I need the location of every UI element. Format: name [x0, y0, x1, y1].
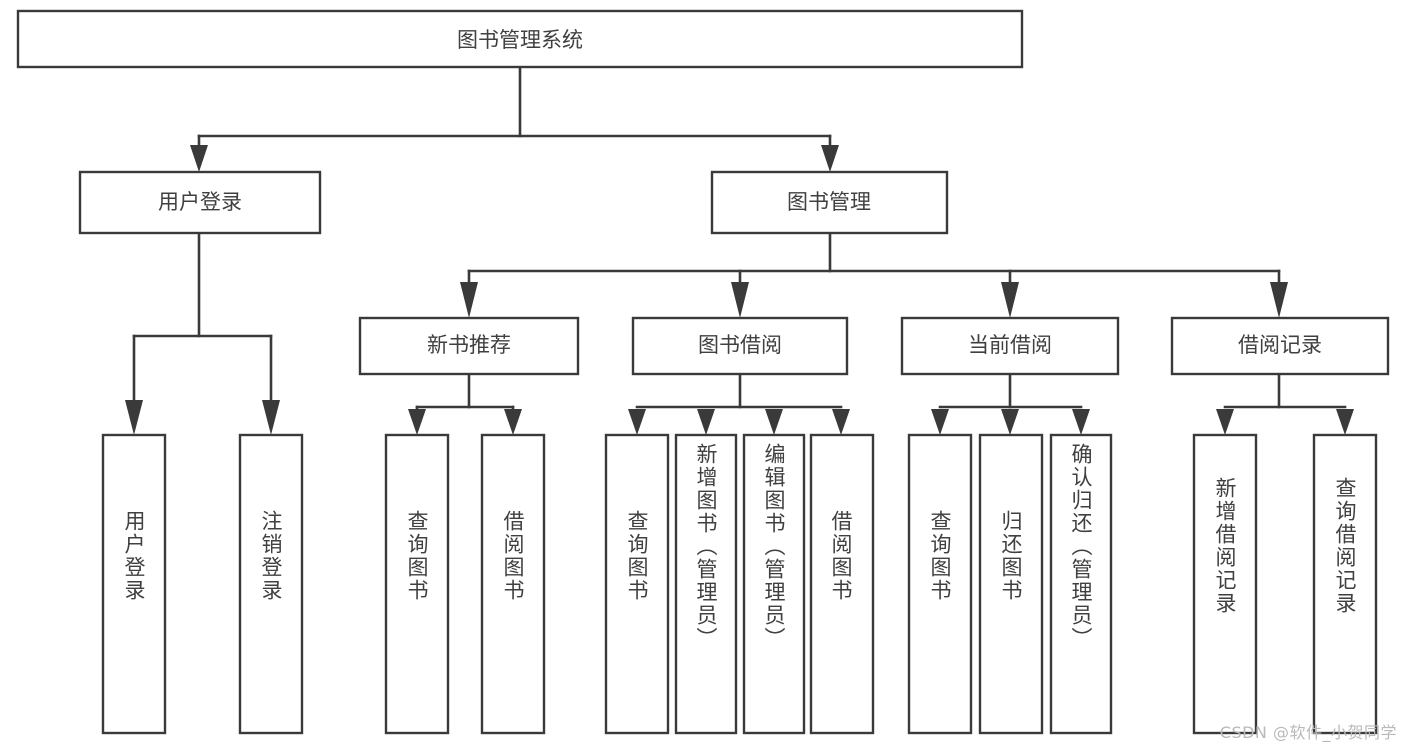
node-user-login-label: 用户登录	[158, 190, 242, 214]
leaf-box-user-login[interactable]	[101, 433, 167, 735]
node-new-book-recommend-label: 新书推荐	[427, 333, 511, 357]
arrow-head-leaf-query-record	[1336, 409, 1354, 435]
node-current-borrow-box[interactable]	[900, 316, 1120, 376]
leaf-box-query-record[interactable]	[1312, 433, 1378, 735]
node-current-borrow-label: 当前借阅	[968, 333, 1052, 357]
node-borrow-record-box[interactable]	[1170, 316, 1390, 376]
arrow-head-leaf-user-login	[125, 400, 143, 435]
node-new-book-recommend-box[interactable]	[358, 316, 580, 376]
node-book-management-box[interactable]	[710, 170, 949, 235]
arrow-head-leaf-return-book	[1001, 409, 1019, 435]
arrow-head-leaf-confirm-return	[1072, 409, 1090, 435]
arrow-head-leaf-query-book-2	[628, 409, 646, 435]
leaf-box-query-book-1[interactable]	[384, 433, 450, 735]
leaf-box-group	[101, 433, 1378, 735]
arrow-head-current-borrow	[1001, 282, 1019, 318]
arrow-head-leaf-borrow-book-1	[504, 409, 522, 435]
arrow-head-user-login	[190, 145, 208, 172]
node-book-borrow-label: 图书借阅	[698, 333, 782, 357]
node-borrow-record[interactable]: 借阅记录	[1170, 316, 1390, 376]
node-current-borrow[interactable]: 当前借阅	[900, 316, 1120, 376]
node-book-management[interactable]: 图书管理	[710, 170, 949, 235]
arrow-head-leaf-borrow-book-2	[832, 409, 850, 435]
arrow-head-leaf-query-book-3	[931, 409, 949, 435]
csdn-watermark: CSDN @软件_小贺同学	[1219, 723, 1397, 742]
leaf-box-edit-book[interactable]	[742, 433, 806, 735]
node-book-borrow[interactable]: 图书借阅	[631, 316, 849, 376]
arrow-head-book-borrow	[731, 282, 749, 318]
node-new-book-recommend[interactable]: 新书推荐	[358, 316, 580, 376]
leaf-box-user-logout[interactable]	[238, 433, 304, 735]
arrow-head-leaf-add-book	[697, 409, 715, 435]
node-book-borrow-box[interactable]	[631, 316, 849, 376]
arrow-head-leaf-edit-book	[765, 409, 783, 435]
connector-group	[125, 65, 1354, 435]
node-root-label: 图书管理系统	[457, 28, 583, 52]
node-user-login-box[interactable]	[78, 170, 322, 235]
arrow-head-book-management	[821, 145, 839, 172]
leaf-box-confirm-return[interactable]	[1049, 433, 1113, 735]
arrow-head-borrow-record	[1270, 282, 1288, 318]
node-root-box[interactable]	[16, 9, 1024, 69]
leaf-box-add-record[interactable]	[1192, 433, 1258, 735]
leaf-box-borrow-book-1[interactable]	[480, 433, 546, 735]
arrow-head-leaf-user-logout	[262, 400, 280, 435]
node-borrow-record-label: 借阅记录	[1238, 333, 1322, 357]
node-user-login[interactable]: 用户登录	[78, 170, 322, 235]
node-root[interactable]: 图书管理系统	[16, 9, 1024, 69]
leaf-box-return-book[interactable]	[978, 433, 1044, 735]
leaf-box-borrow-book-2[interactable]	[809, 433, 875, 735]
arrow-head-leaf-query-book-1	[408, 409, 426, 435]
leaf-box-query-book-3[interactable]	[907, 433, 973, 735]
arrow-head-leaf-add-record	[1216, 409, 1234, 435]
node-book-management-label: 图书管理	[787, 190, 871, 214]
leaf-box-add-book[interactable]	[674, 433, 738, 735]
arrow-head-new-book-recommend	[460, 282, 478, 318]
leaf-box-query-book-2[interactable]	[604, 433, 670, 735]
